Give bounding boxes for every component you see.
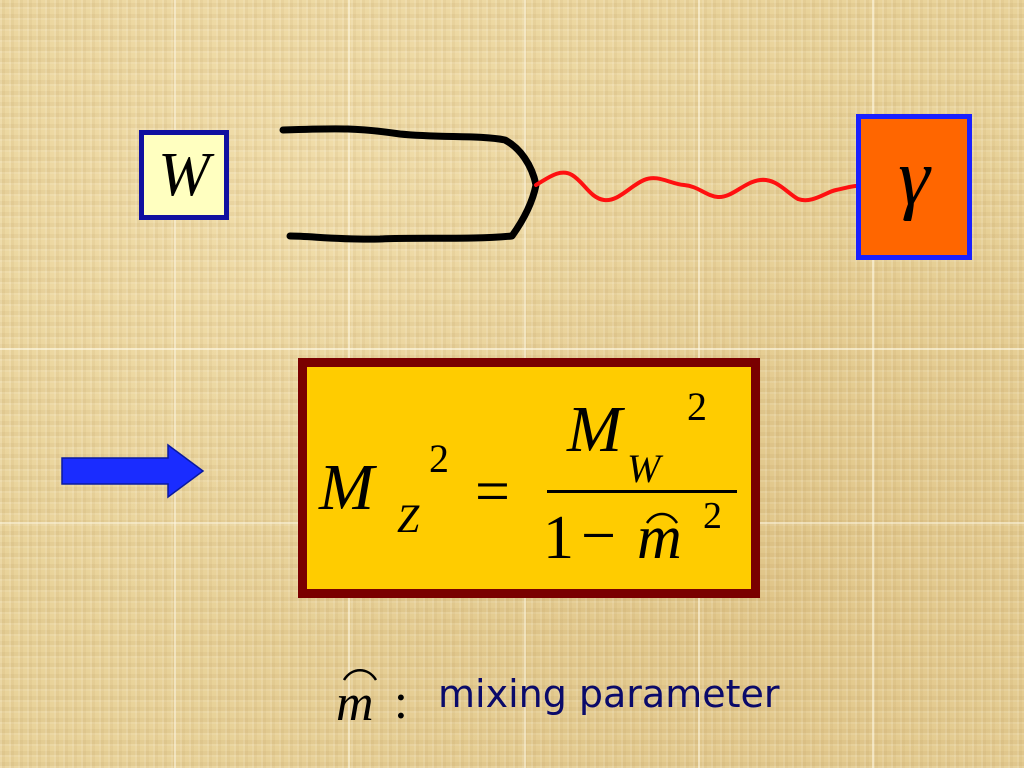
legend: m : mixing parameter <box>336 664 806 732</box>
legend-text: mixing parameter <box>438 672 780 716</box>
denominator-hat <box>645 512 679 524</box>
w-boson-box: W <box>139 130 229 220</box>
denominator-minus: − <box>581 502 616 570</box>
photon-box: γ <box>856 114 972 260</box>
lhs-symbol: M <box>319 451 374 524</box>
denominator-exponent: 2 <box>703 495 722 537</box>
numerator-symbol: M <box>567 393 622 466</box>
lhs-exponent: 2 <box>429 436 449 481</box>
lhs-subscript: Z <box>397 496 420 541</box>
legend-symbol: m <box>336 675 374 732</box>
formula-box: M Z 2 = M W 2 1 − m 2 <box>298 358 760 598</box>
loop-line <box>279 125 540 243</box>
denominator-one: 1 <box>543 504 574 572</box>
numerator-exponent: 2 <box>687 384 707 429</box>
gamma-symbol: γ <box>898 134 930 222</box>
legend-hat <box>342 669 378 681</box>
wavy-line <box>534 170 858 203</box>
numerator-subscript: W <box>627 446 661 491</box>
w-symbol: W <box>158 140 210 209</box>
equals-sign: = <box>475 458 510 526</box>
arrow-shape <box>61 443 205 499</box>
fraction-bar <box>547 490 737 493</box>
legend-colon: : <box>394 673 408 729</box>
denominator-symbol: m <box>637 504 682 572</box>
